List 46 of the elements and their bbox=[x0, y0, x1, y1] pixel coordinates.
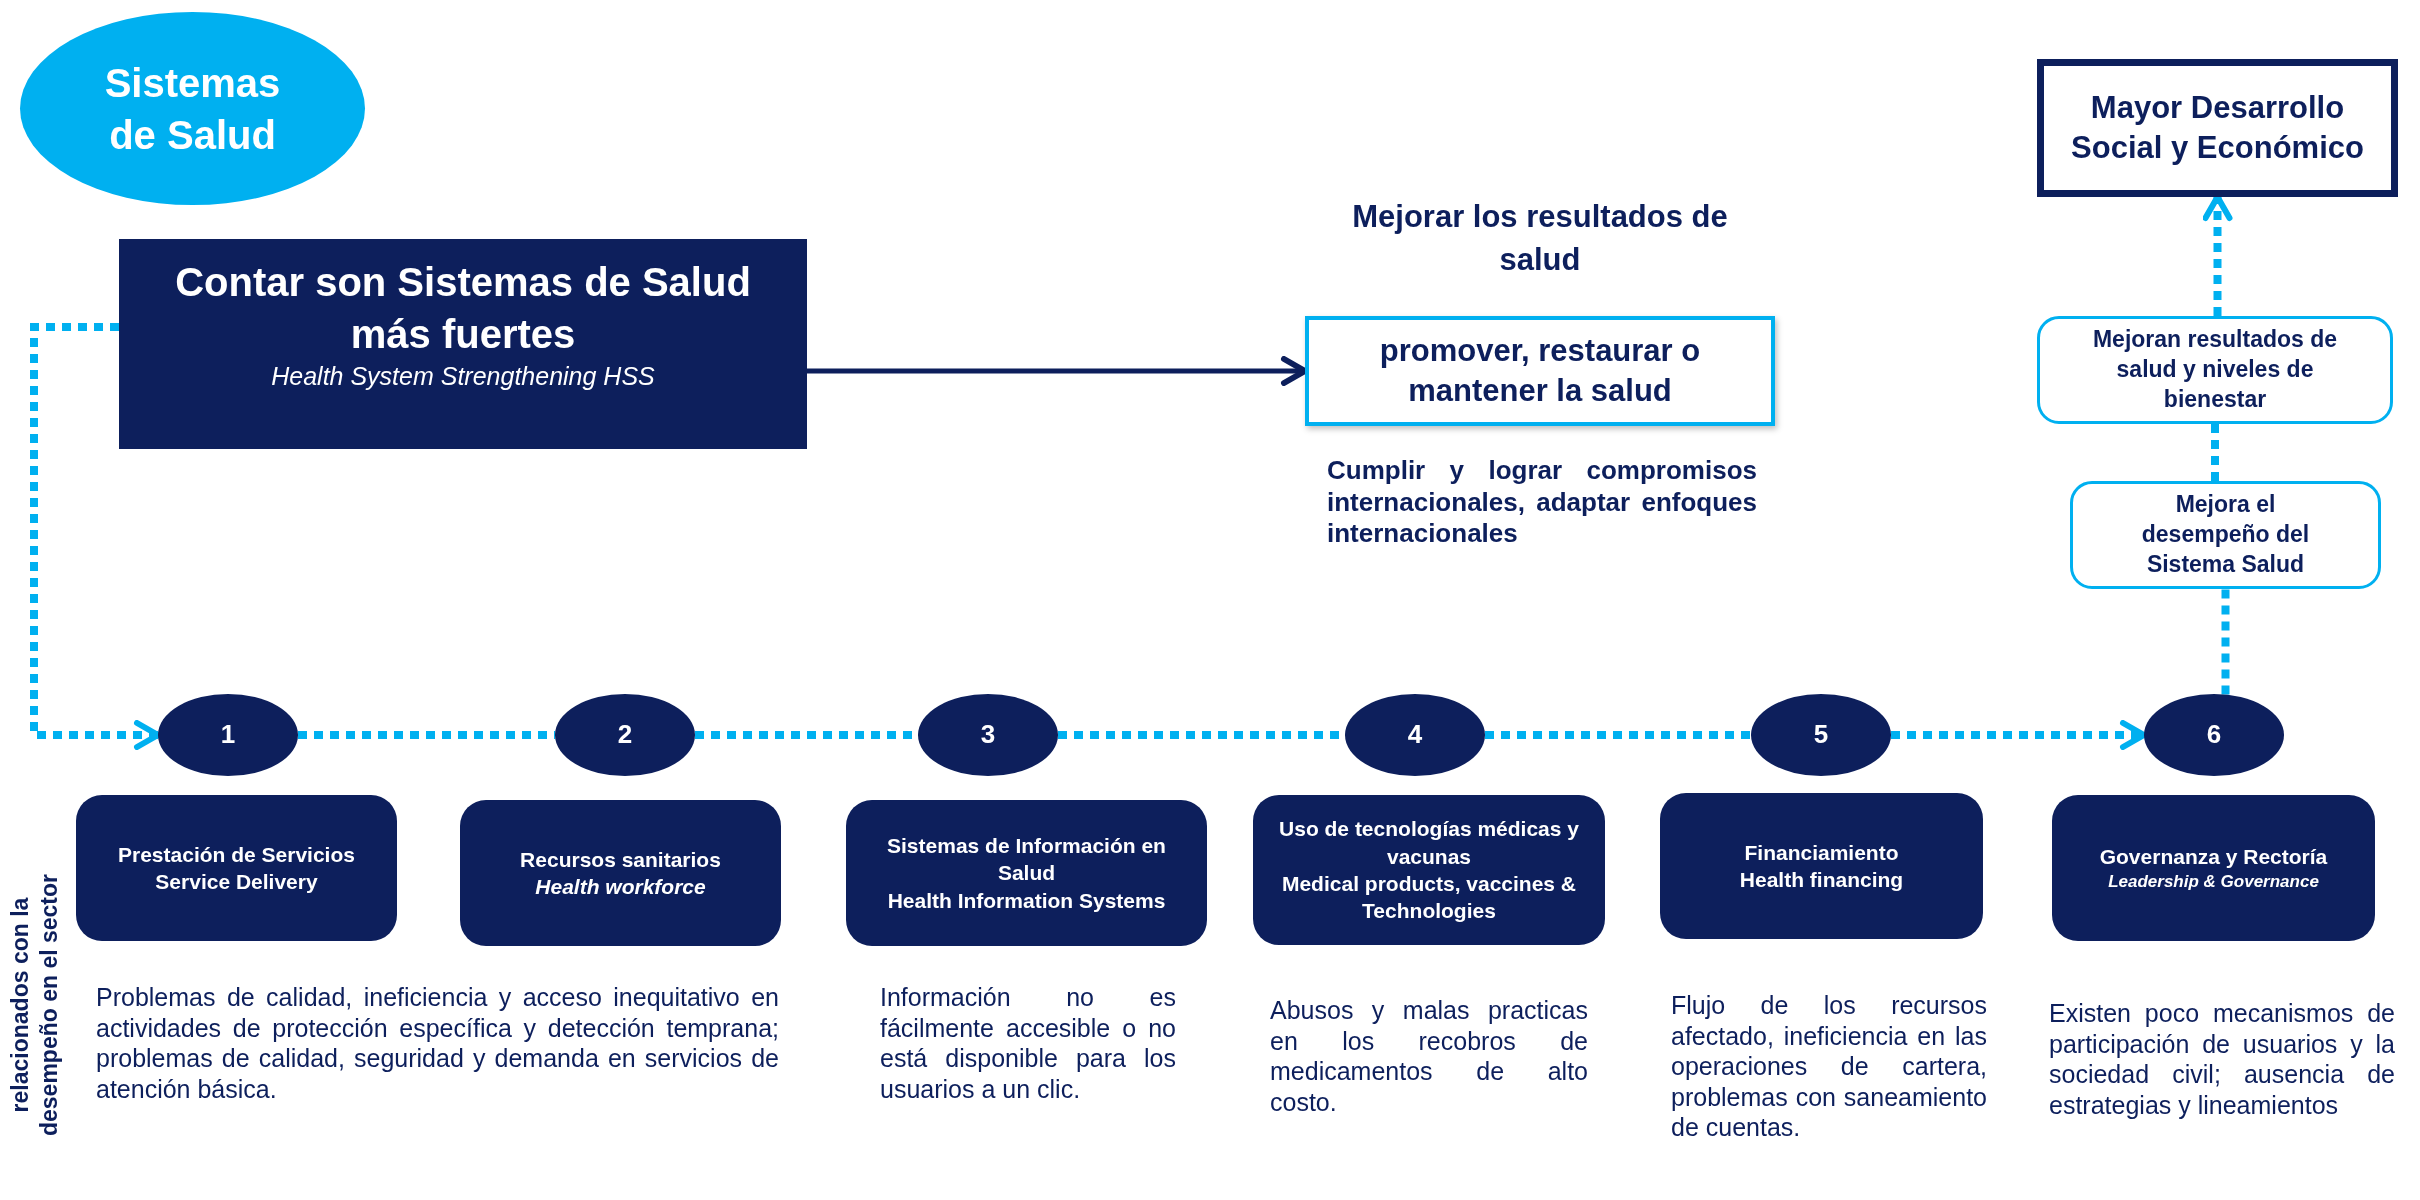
description-text: Abusos y malas practicas en los recobros de medicamentos de alto costo. bbox=[1270, 995, 1588, 1117]
category-box bbox=[846, 800, 1207, 946]
process-box bbox=[119, 239, 807, 449]
node-text: Sistemas de Salud bbox=[104, 59, 281, 159]
process-box bbox=[2037, 316, 2393, 424]
step-number: 3 bbox=[980, 718, 996, 752]
box-title: Recursos sanitarios bbox=[520, 846, 721, 873]
step-number: 6 bbox=[2206, 718, 2222, 752]
heading-text: Mejorar los resultados de salud bbox=[1351, 198, 1729, 280]
node-text: Mejora el desempeño del Sistema Salud bbox=[2140, 490, 2311, 579]
box-title: Contar son Sistemas de Salud más fuertes bbox=[174, 258, 752, 358]
description-text: Flujo de los recursos afectado, ineficiencia en las operaciones de cartera, problemas con saneamiento de cuentas. bbox=[1671, 990, 1987, 1143]
step-number: 4 bbox=[1407, 718, 1423, 752]
result-box bbox=[2037, 59, 2398, 197]
step-number: 1 bbox=[220, 718, 236, 752]
box-title: Uso de tecnologías médicas y vacunas bbox=[1278, 816, 1580, 870]
box-subtitle: Leadership & Governance bbox=[2108, 870, 2319, 893]
category-box bbox=[1253, 795, 1605, 945]
box-title: Governanza y Rectoría bbox=[2099, 844, 2328, 871]
outcome-box: promover, restaurar o mantener la salud bbox=[1305, 316, 1775, 426]
step-number: 5 bbox=[1813, 718, 1829, 752]
description-text: Problemas de calidad, ineficiencia y acceso inequitativo en actividades de protección específica y detección temprana; problemas de calidad, seguridad y demanda en servicios de atención básica. bbox=[96, 982, 779, 1104]
dotted-line bbox=[2211, 424, 2219, 481]
side-label: relacionados con la desempeño en el sector bbox=[6, 873, 63, 1139]
dotted-line bbox=[2221, 589, 2230, 695]
box-subtitle: Health Information Systems bbox=[887, 887, 1166, 914]
description-text: Cumplir y lograr compromisos internacionales, adaptar enfoques internacionales bbox=[1327, 455, 1757, 551]
process-box bbox=[2070, 481, 2381, 589]
box-subtitle: Health financing bbox=[1739, 867, 1904, 893]
box-subtitle: Health System Strengthening HSS bbox=[271, 360, 655, 392]
node-text: Mejoran resultados de salud y niveles de bienestar bbox=[2091, 325, 2339, 414]
box-subtitle: Service Delivery bbox=[155, 869, 318, 895]
box-title: Prestación de Servicios bbox=[118, 841, 355, 868]
dotted-line bbox=[1485, 731, 1751, 739]
box-title: Sistemas de Información en Salud bbox=[886, 833, 1167, 887]
step-number: 2 bbox=[617, 718, 633, 752]
category-box bbox=[1660, 793, 1983, 939]
description-text: Existen poco mecanismos de participación de usuarios y la sociedad civil; ausencia de estrategias y lineamientos bbox=[2049, 998, 2395, 1120]
category-box bbox=[76, 795, 397, 941]
category-box bbox=[460, 800, 781, 946]
category-box bbox=[2052, 795, 2375, 941]
box-subtitle: Health workforce bbox=[535, 874, 706, 900]
box-title: Financiamiento bbox=[1744, 839, 1899, 866]
box-subtitle: Medical products, vaccines & Technologies bbox=[1280, 871, 1578, 925]
node-text: Mayor Desarrollo Social y Económico bbox=[2070, 88, 2365, 167]
description-text: Información no es fácilmente accesible o no está disponible para los usuarios a un clic. bbox=[880, 982, 1176, 1104]
